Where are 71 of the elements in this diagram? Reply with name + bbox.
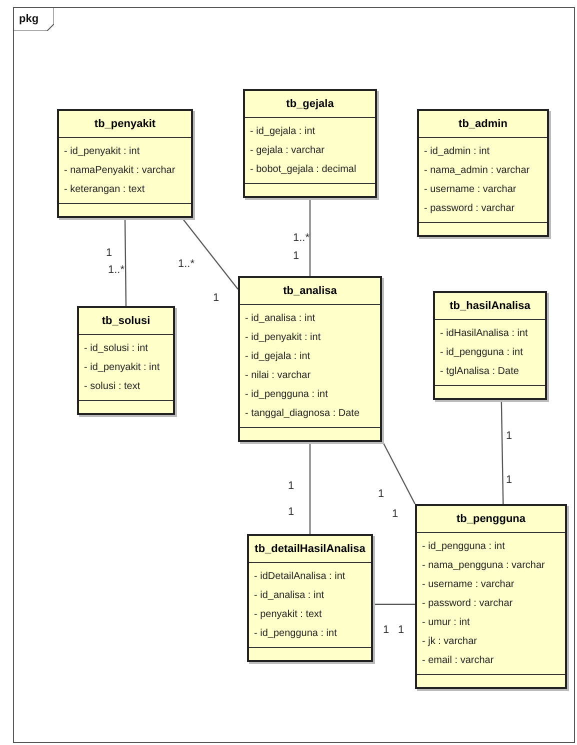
attribute-text: - bobot_gejala : decimal bbox=[250, 163, 358, 177]
class-name: tb_hasilAnalisa bbox=[435, 293, 545, 320]
class-box bbox=[77, 306, 175, 415]
attribute-text: - id_pengguna : int bbox=[254, 627, 338, 641]
attribute-text: - id_penyakit : int bbox=[84, 361, 161, 375]
attribute-text: - username : varchar bbox=[424, 183, 518, 197]
class-box bbox=[415, 504, 567, 689]
class-box bbox=[433, 291, 547, 400]
attribute-text: - id_analisa : int bbox=[254, 589, 326, 603]
attribute-text: - id_pengguna : int bbox=[245, 388, 329, 402]
attribute-text: - namaPenyakit : varchar bbox=[64, 164, 176, 178]
package-frame bbox=[13, 7, 575, 743]
attribute-text: - nama_pengguna : varchar bbox=[422, 559, 546, 573]
attribute-text: - username : varchar bbox=[422, 578, 516, 592]
class-box bbox=[247, 534, 373, 662]
multiplicity-label: 1 bbox=[288, 506, 294, 518]
association-line bbox=[500, 400, 504, 504]
association-line bbox=[373, 604, 415, 605]
class-name: tb_pengguna bbox=[417, 506, 565, 533]
attribute-text: - umur : int bbox=[422, 616, 471, 630]
class-box bbox=[57, 109, 193, 218]
multiplicity-label: 1..* bbox=[108, 264, 125, 276]
association-line bbox=[309, 442, 311, 534]
class-name: tb_analisa bbox=[240, 278, 380, 305]
attribute-text: - idHasilAnalisa : int bbox=[440, 327, 529, 341]
class-name: tb_gejala bbox=[245, 91, 375, 118]
association-line bbox=[124, 218, 127, 306]
multiplicity-label: 1 bbox=[293, 250, 300, 262]
attribute-text: - id_penyakit : int bbox=[64, 145, 141, 159]
package-label: pkg bbox=[19, 13, 39, 25]
attribute-text: - id_pengguna : int bbox=[440, 346, 524, 360]
multiplicity-label: 1 bbox=[106, 247, 112, 259]
attribute-text: - penyakit : text bbox=[254, 608, 323, 622]
attribute-text: - email : varchar bbox=[422, 654, 495, 668]
attribute-text: - id_gejala : int bbox=[245, 350, 312, 364]
attribute-text: - jk : varchar bbox=[422, 635, 478, 649]
class-box bbox=[243, 89, 377, 198]
attribute-text: - id_pengguna : int bbox=[422, 540, 506, 554]
attribute-text: - idDetailAnalisa : int bbox=[254, 570, 346, 584]
attribute-text: - tanggal_diagnosa : Date bbox=[245, 407, 361, 421]
class-name: tb_solusi bbox=[79, 308, 173, 335]
multiplicity-label: 1..* bbox=[293, 232, 310, 244]
association-line bbox=[309, 198, 311, 276]
class-name: tb_admin bbox=[419, 111, 547, 138]
multiplicity-label: 1 bbox=[392, 508, 398, 520]
attribute-text: - tglAnalisa : Date bbox=[440, 365, 520, 379]
class-box bbox=[417, 109, 549, 237]
attribute-text: - password : varchar bbox=[422, 597, 514, 611]
attribute-text: - id_admin : int bbox=[424, 145, 491, 159]
multiplicity-label: 1..* bbox=[178, 258, 195, 270]
attribute-text: - id_gejala : int bbox=[250, 125, 316, 139]
multiplicity-label: 1 bbox=[288, 480, 294, 492]
class-name: tb_penyakit bbox=[59, 111, 191, 138]
association-line bbox=[182, 218, 238, 290]
attribute-text: - password : varchar bbox=[424, 202, 516, 216]
attribute-text: - keterangan : text bbox=[64, 183, 146, 197]
multiplicity-label: 1 bbox=[383, 624, 390, 636]
attribute-text: - id_solusi : int bbox=[84, 342, 149, 356]
class-box bbox=[238, 276, 382, 442]
multiplicity-label: 1 bbox=[378, 488, 384, 500]
multiplicity-label: 1 bbox=[398, 624, 404, 636]
class-name: tb_detailHasilAnalisa bbox=[249, 536, 371, 563]
attribute-text: - nilai : varchar bbox=[245, 369, 312, 383]
attribute-text: - id_analisa : int bbox=[245, 312, 316, 326]
attribute-text: - nama_admin : varchar bbox=[424, 164, 531, 178]
multiplicity-label: 1 bbox=[506, 430, 512, 442]
multiplicity-label: 1 bbox=[213, 292, 220, 304]
attribute-text: - solusi : text bbox=[84, 380, 142, 394]
attribute-text: - id_penyakit : int bbox=[245, 331, 322, 345]
attribute-text: - gejala : varchar bbox=[250, 144, 326, 158]
multiplicity-label: 1 bbox=[506, 474, 512, 486]
